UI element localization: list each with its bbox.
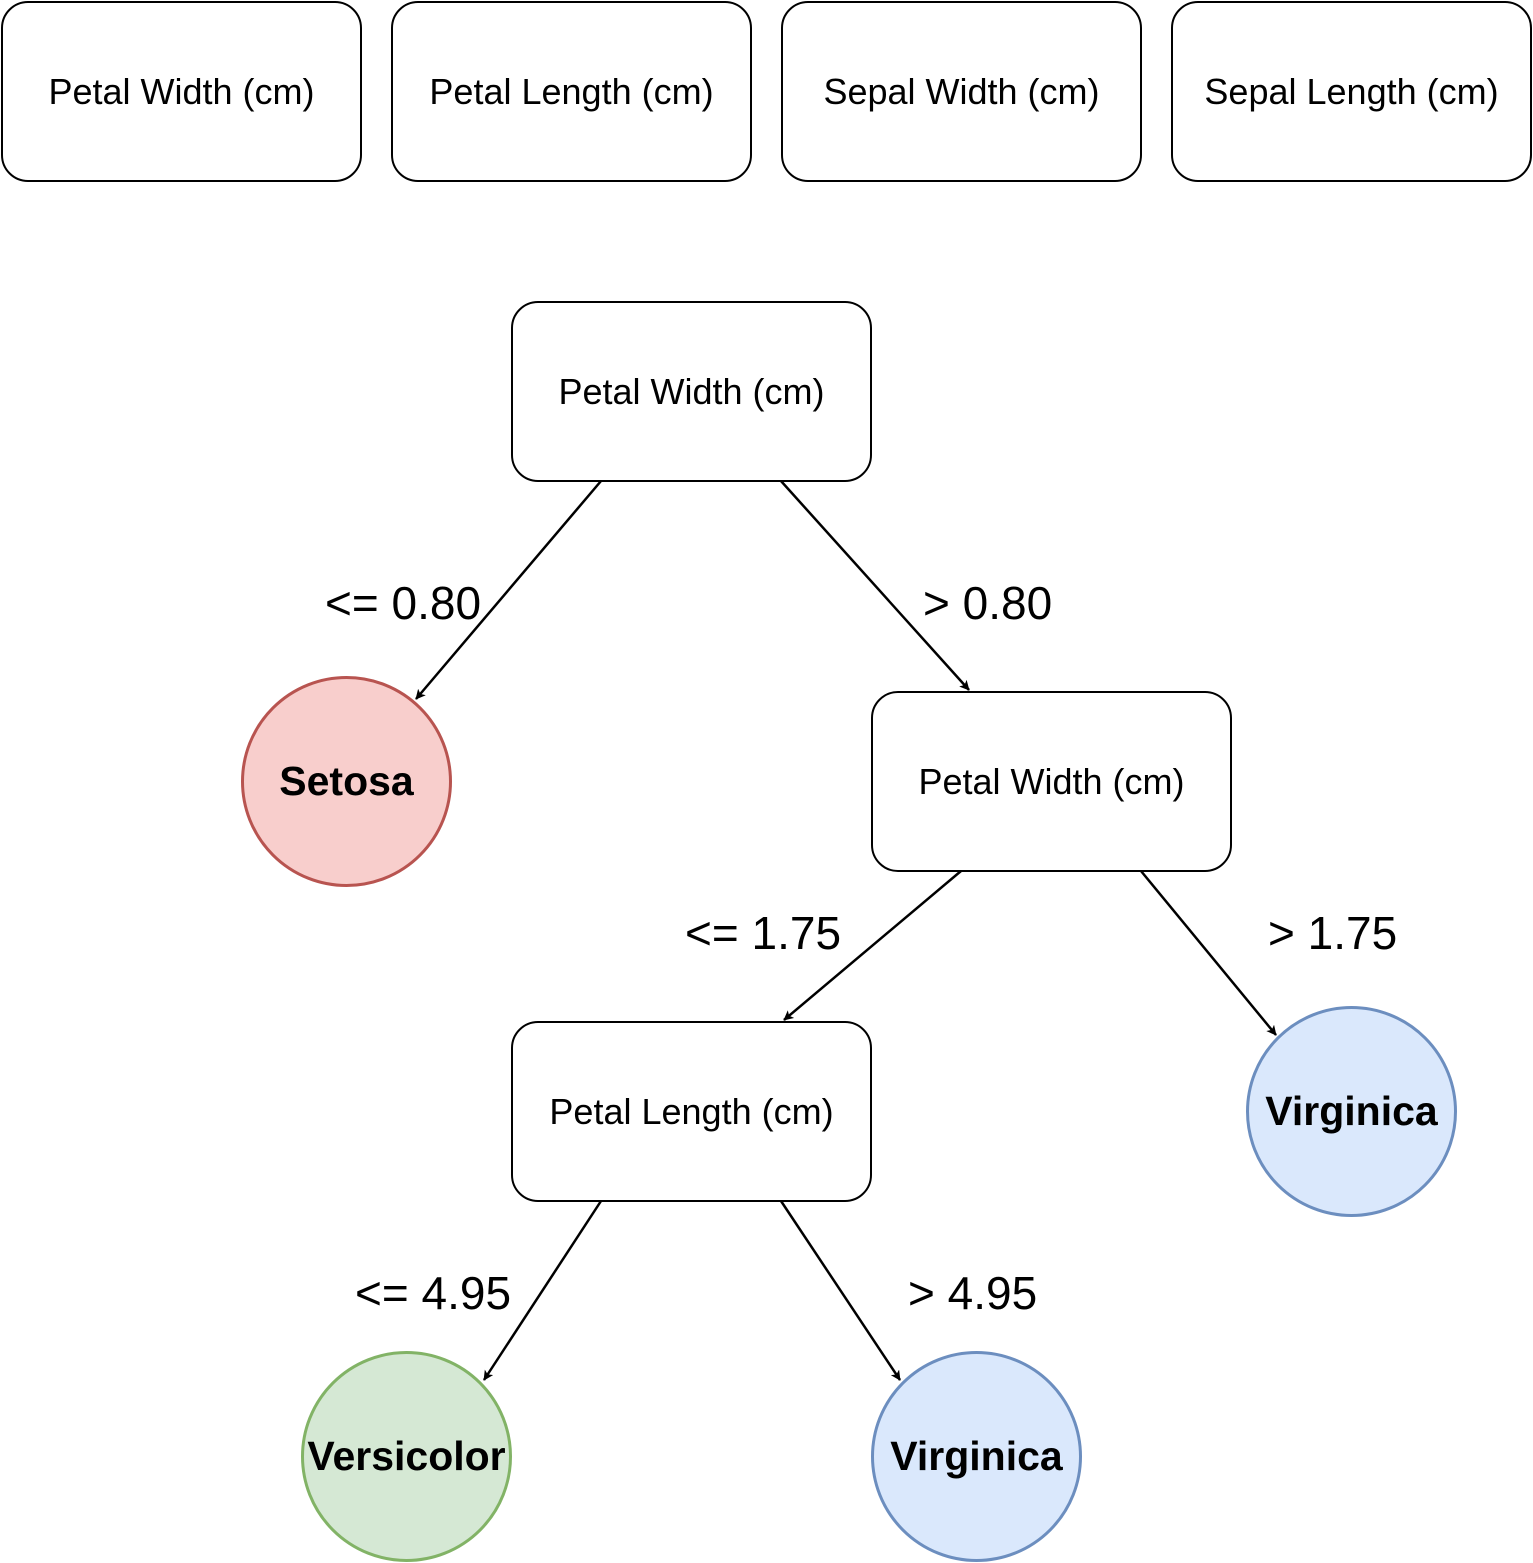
leaf-setosa: Setosa	[241, 676, 452, 887]
leaf-virginica-bottom: Virginica	[871, 1351, 1082, 1562]
edge-label-node2-left: <= 1.75	[685, 907, 842, 959]
edge-label-root-left: <= 0.80	[325, 577, 482, 629]
feature-label: Sepal Width (cm)	[823, 70, 1100, 112]
edge-node3-right	[779, 1200, 902, 1381]
node-label: Petal Length (cm)	[549, 1090, 834, 1132]
edge-label-node2-right: > 1.75	[1268, 907, 1398, 959]
tree-node-petal-length: Petal Length (cm)	[511, 1021, 872, 1202]
leaf-label: Setosa	[279, 758, 414, 804]
edge-node2-right	[1140, 870, 1277, 1036]
feature-box-sepal-width: Sepal Width (cm)	[781, 1, 1142, 182]
tree-node-root: Petal Width (cm)	[511, 301, 872, 482]
leaf-label: Versicolor	[307, 1433, 506, 1479]
feature-label: Sepal Length (cm)	[1204, 70, 1499, 112]
leaf-label: Virginica	[890, 1433, 1063, 1479]
edge-label-node3-left: <= 4.95	[355, 1267, 512, 1319]
tree-node-petal-width: Petal Width (cm)	[871, 691, 1232, 872]
leaf-versicolor: Versicolor	[301, 1351, 512, 1562]
edge-label-root-right: > 0.80	[923, 577, 1053, 629]
feature-box-petal-length: Petal Length (cm)	[391, 1, 752, 182]
feature-label: Petal Length (cm)	[429, 70, 714, 112]
feature-label: Petal Width (cm)	[48, 70, 315, 112]
edge-root-right	[780, 480, 970, 691]
leaf-label: Virginica	[1265, 1088, 1438, 1134]
edge-node2-left	[783, 870, 962, 1021]
feature-box-petal-width: Petal Width (cm)	[1, 1, 362, 182]
node-label: Petal Width (cm)	[558, 370, 825, 412]
edge-node3-left	[482, 1200, 603, 1381]
node-label: Petal Width (cm)	[918, 760, 1185, 802]
edge-root-left	[415, 480, 602, 700]
edge-label-node3-right: > 4.95	[908, 1267, 1038, 1319]
feature-box-sepal-length: Sepal Length (cm)	[1171, 1, 1532, 182]
leaf-virginica: Virginica	[1246, 1006, 1457, 1217]
